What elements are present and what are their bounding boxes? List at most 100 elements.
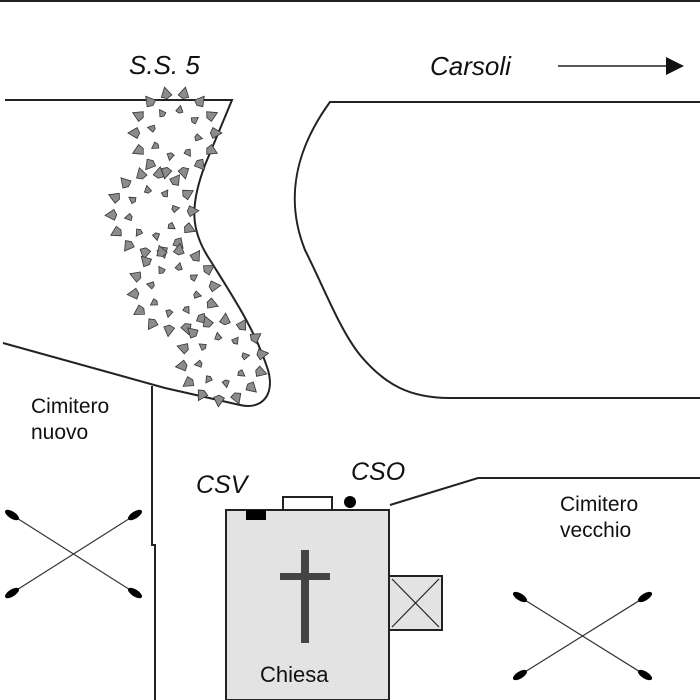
cross-icon <box>280 550 330 643</box>
bush-leaf <box>184 222 197 234</box>
bush-leaf <box>190 117 199 125</box>
grave-cross-icon <box>512 591 653 681</box>
bush-leaf <box>182 306 190 315</box>
bush-leaf <box>206 297 219 309</box>
bush-leaf <box>163 324 176 338</box>
bush-leaf <box>172 242 185 256</box>
bush-leaf <box>107 192 120 204</box>
bush-leaf <box>120 177 132 189</box>
old-cemetery-boundary <box>389 477 700 506</box>
bush-leaf <box>186 205 200 218</box>
bush-leaf <box>159 109 167 118</box>
bush-leaf <box>208 280 222 293</box>
sensor-cso-label: CSO <box>351 458 406 486</box>
grave-symbols <box>4 509 653 681</box>
bush-leaf <box>213 394 226 408</box>
bush-leaf <box>128 196 137 205</box>
new-cemetery-label-line-1: Cimitero <box>31 395 110 418</box>
sensor-csv-label: CSV <box>196 471 248 499</box>
bush-leaf <box>147 318 159 331</box>
bush-leaf <box>235 318 247 331</box>
road-label: S.S. 5 <box>129 50 200 80</box>
bushes <box>104 86 270 408</box>
bush-leaf <box>156 244 168 257</box>
bush-leaf <box>126 287 140 300</box>
bush-leaf <box>206 111 219 123</box>
road-left-edge <box>2 99 271 407</box>
bush-leaf <box>167 221 176 230</box>
bush-leaf <box>245 381 257 393</box>
bush-leaf <box>171 204 181 214</box>
bush-leaf <box>198 343 207 351</box>
bush-leaf <box>127 127 141 139</box>
bush-leaf <box>160 189 169 198</box>
bush-leaf <box>193 95 205 108</box>
bush-leaf <box>165 309 174 319</box>
bush-leaf <box>255 365 268 377</box>
bush-leaf <box>175 104 184 114</box>
church-building <box>225 509 390 700</box>
bush-leaf <box>152 165 165 179</box>
bush-leaf <box>177 86 190 100</box>
bush-leaf <box>206 143 219 155</box>
direction-arrow-icon <box>558 57 684 75</box>
bush-leaf <box>136 166 148 180</box>
bush-leaf <box>193 158 205 171</box>
side-chapel <box>388 575 443 631</box>
bush-leaf <box>149 298 158 306</box>
bush-leaf <box>214 331 223 341</box>
bush-leaf <box>202 315 214 328</box>
bush-leaf <box>169 174 180 186</box>
bush-leaf <box>174 261 183 271</box>
old-cemetery-label-line-2: vecchio <box>560 519 632 542</box>
bush-leaf <box>158 265 166 274</box>
new-cemetery-label-line-2: nuovo <box>31 421 89 444</box>
bush-leaf <box>193 290 203 299</box>
bush-leaf <box>218 312 231 326</box>
bush-leaf <box>205 375 213 384</box>
new-cemetery-label: Cimitero nuovo <box>31 394 109 446</box>
bush-leaf <box>145 158 157 171</box>
bush-leaf <box>135 228 144 237</box>
bush-leaf <box>230 392 242 405</box>
road-right-edge <box>293 101 700 399</box>
bush-leaf <box>145 281 155 290</box>
direction-label: Carsoli <box>430 51 511 81</box>
bush-leaf <box>123 212 133 222</box>
bush-leaf <box>146 124 156 133</box>
bush-leaf <box>166 152 175 162</box>
church-annex <box>282 496 333 512</box>
bush-leaf <box>151 232 161 242</box>
sensor-cso-marker <box>344 496 356 508</box>
bush-leaf <box>249 333 262 344</box>
bush-leaf <box>143 184 153 194</box>
bush-leaf <box>203 265 215 276</box>
bush-leaf <box>140 255 153 268</box>
bush-leaf <box>174 359 188 372</box>
bush-leaf <box>194 133 204 142</box>
bush-leaf <box>131 143 144 155</box>
bush-leaf <box>110 225 122 237</box>
old-cemetery-label-line-1: Cimitero <box>560 493 639 516</box>
grave-cross-icon <box>4 509 143 599</box>
bush <box>126 242 222 338</box>
bush-leaf <box>190 274 199 282</box>
sensor-csv-marker <box>246 510 266 520</box>
bush-leaf <box>221 379 230 389</box>
bush-leaf <box>189 249 201 262</box>
bush-leaf <box>176 343 189 355</box>
bush-leaf <box>187 327 199 339</box>
bush-leaf <box>104 208 118 221</box>
bush-leaf <box>256 348 270 361</box>
bush-leaf <box>129 271 142 283</box>
bush-leaf <box>197 389 209 402</box>
bush <box>104 165 200 261</box>
bush-leaf <box>183 148 191 157</box>
bush-leaf <box>193 359 203 368</box>
bush-leaf <box>145 95 157 108</box>
bush-leaf <box>182 376 195 387</box>
bush-leaf <box>124 240 135 252</box>
new-cemetery-boundary <box>151 386 156 700</box>
